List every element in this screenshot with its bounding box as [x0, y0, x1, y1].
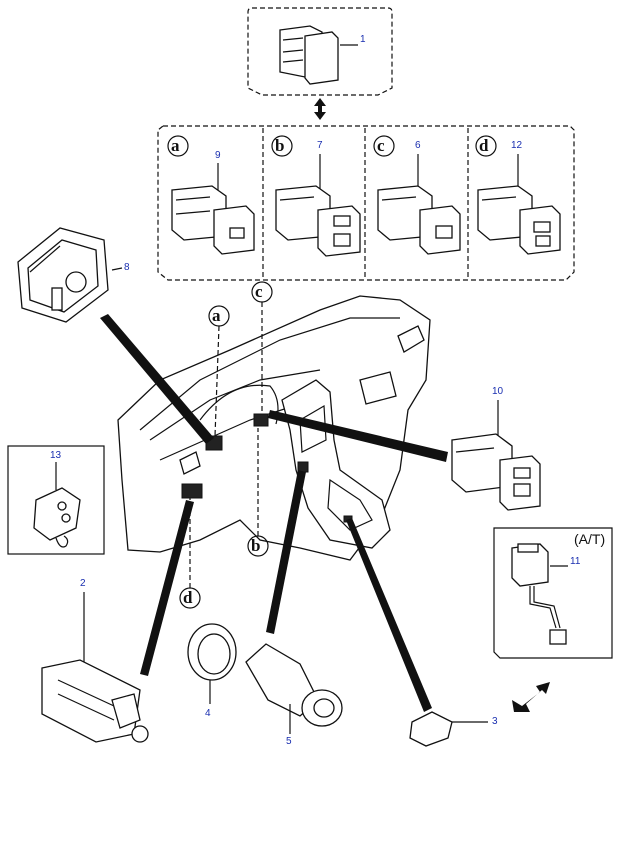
transmission-label: (A/T)	[574, 531, 605, 547]
double-arrow-icon	[314, 98, 326, 120]
part-3-cap: 3	[409, 711, 498, 747]
callout-4: 4	[205, 708, 211, 719]
part-8-mirror-switch: 8	[17, 227, 130, 323]
part-13-remote-box: 13	[7, 445, 105, 555]
callout-7: 7	[317, 140, 323, 151]
locator-letter-a: a	[212, 306, 221, 325]
callout-10: 10	[492, 386, 504, 397]
variant-d: d 12	[475, 135, 561, 255]
variant-a: a 9	[167, 135, 255, 255]
part-5-cigar-lighter: 5	[245, 643, 343, 747]
variant-b: b 7	[271, 135, 361, 257]
part-2-dimmer-switch: 2	[41, 578, 149, 743]
thick-leader-lines	[100, 314, 448, 712]
variant-letter-b: b	[275, 136, 284, 155]
variant-letter-d: d	[479, 136, 489, 155]
callout-2: 2	[80, 578, 86, 589]
variant-c: c 6	[373, 135, 461, 255]
locator-letter-d: d	[183, 588, 193, 607]
part-1-box: 1	[247, 7, 393, 96]
variant-letter-a: a	[171, 136, 180, 155]
variant-switch-box: a 9 b 7 c 6	[157, 125, 575, 281]
callout-6: 6	[415, 140, 421, 151]
callout-8: 8	[124, 262, 130, 273]
part-4-bezel-ring: 4	[187, 623, 237, 719]
part-11-at-box: (A/T) 11	[493, 527, 613, 659]
callout-5: 5	[286, 736, 292, 747]
part-10-switch: 10	[451, 386, 541, 511]
locator-letter-c: c	[255, 282, 263, 301]
large-double-arrow-icon	[512, 682, 550, 712]
callout-1: 1	[360, 34, 366, 45]
callout-9: 9	[215, 150, 221, 161]
variant-letter-c: c	[377, 136, 385, 155]
variant-locator-leaders: a c b d	[179, 281, 273, 609]
callout-3: 3	[492, 716, 498, 727]
callout-12: 12	[511, 140, 523, 151]
locator-letter-b: b	[251, 536, 260, 555]
dashboard-assembly	[117, 295, 431, 561]
callout-11: 11	[570, 556, 581, 567]
callout-13: 13	[50, 450, 62, 461]
switch-blank-part	[279, 25, 339, 85]
